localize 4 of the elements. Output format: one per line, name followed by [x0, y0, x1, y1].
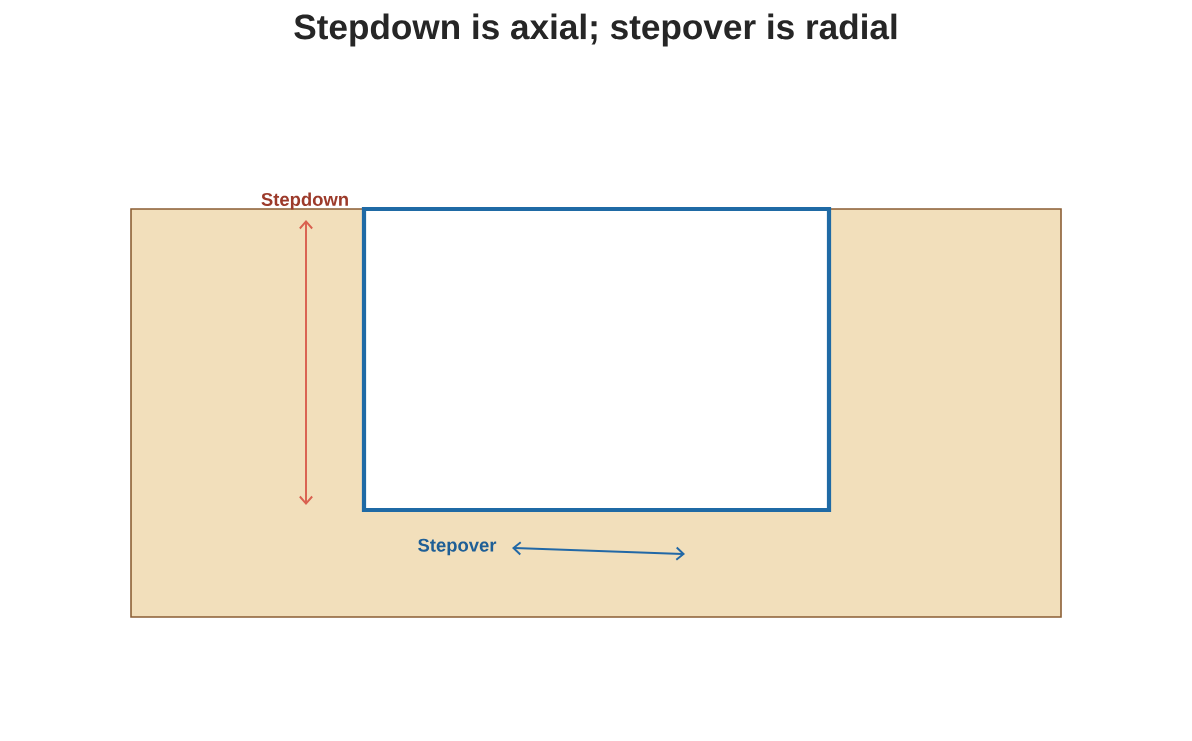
title: Stepdown is axial; stepover is radial: [294, 13, 897, 47]
dimension-label: Stepover: [418, 538, 497, 556]
dimension-label: Stepdown: [261, 192, 348, 210]
pocket-outline: [361, 206, 832, 513]
